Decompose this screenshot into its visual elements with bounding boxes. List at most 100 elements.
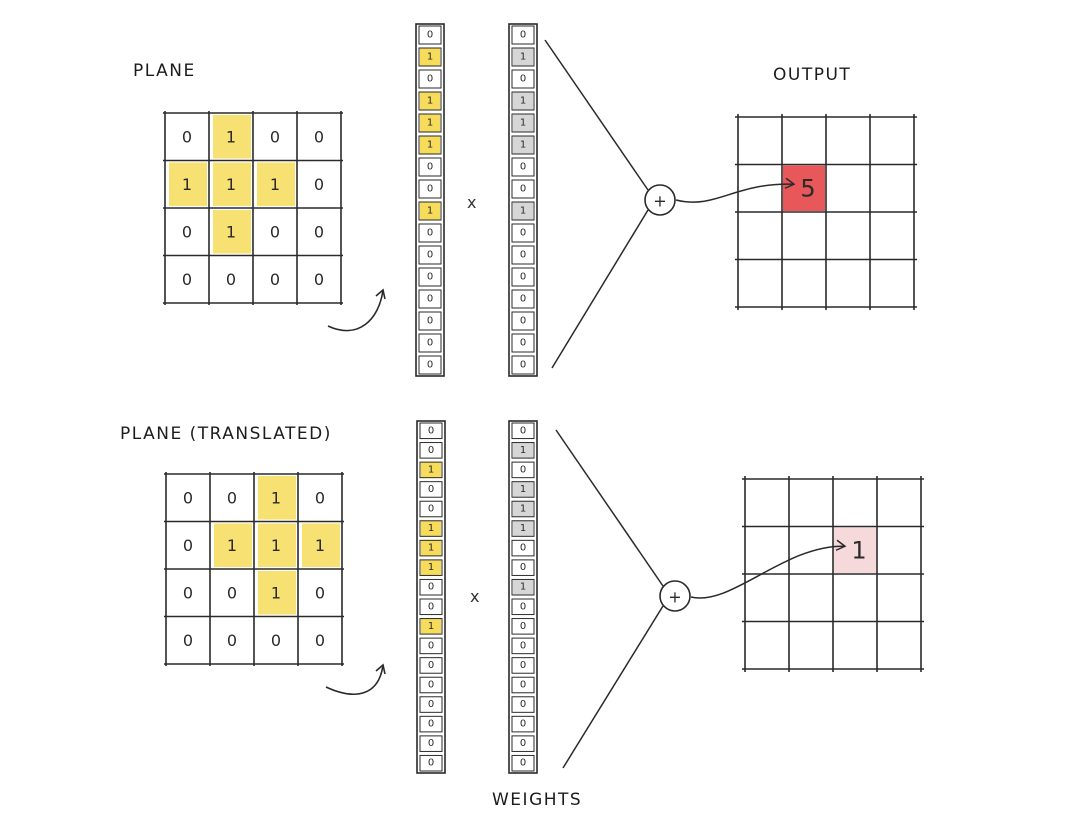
column-cell — [419, 735, 443, 752]
column-highlight — [420, 114, 440, 132]
column-cell — [511, 598, 535, 616]
column-cell-value: 0 — [428, 738, 434, 749]
column-cell — [511, 539, 535, 557]
plane-cell-value: 0 — [226, 270, 236, 289]
column-cell-value: 0 — [520, 74, 526, 85]
column-highlight — [513, 92, 533, 110]
column-cell-value: 1 — [427, 52, 433, 63]
column-cell — [511, 113, 535, 133]
output-cell-fill — [834, 527, 876, 573]
column-cell — [418, 355, 442, 375]
plane-cell-value: 0 — [270, 222, 280, 241]
converge-line — [544, 39, 649, 191]
plane-cell-value: 1 — [182, 175, 192, 194]
output-arrow — [690, 545, 846, 599]
plane-cell-value: 1 — [315, 536, 325, 555]
column-cell — [511, 91, 535, 111]
column-cell — [511, 135, 535, 155]
column-cell-value: 0 — [427, 250, 433, 261]
column-cell-value: 0 — [427, 30, 433, 41]
column-border — [415, 23, 445, 377]
output-cell-value: 1 — [851, 536, 866, 564]
column-cell-value: 1 — [520, 140, 526, 151]
flatten-arrow-top — [327, 288, 386, 332]
arrow-head — [375, 288, 386, 300]
column-cell — [511, 578, 535, 596]
multiply-symbol-top: x — [467, 193, 477, 212]
column-cell-value: 0 — [520, 250, 526, 261]
column-cell-value: 0 — [428, 660, 434, 671]
column-cell-value: 0 — [520, 660, 526, 671]
column-cell — [511, 715, 535, 733]
column-cell — [511, 520, 535, 537]
column-cell-value: 1 — [428, 562, 434, 573]
plane-cell-value: 0 — [315, 583, 325, 602]
column-cell — [418, 179, 442, 199]
column-cell-value: 0 — [520, 338, 526, 349]
plane-cell-value: 0 — [227, 583, 237, 602]
column-cell-value: 0 — [520, 699, 526, 710]
column-cell-value: 0 — [427, 272, 433, 283]
column-cell — [418, 289, 442, 309]
column-cell — [511, 442, 535, 459]
column-cell — [511, 637, 535, 655]
plane-cell-value: 0 — [183, 631, 193, 650]
column-cell-value: 0 — [427, 162, 433, 173]
output-grid-top: 5 — [675, 114, 917, 310]
column-cell-value: 0 — [520, 360, 526, 371]
plane-cell-value: 1 — [271, 583, 281, 602]
highlight-cell — [214, 523, 252, 567]
column-highlight — [513, 579, 533, 595]
column-highlight — [420, 92, 440, 110]
column-highlight — [420, 202, 440, 220]
sum-circle — [644, 184, 676, 216]
column-cell-value: 0 — [427, 360, 433, 371]
column-cell-value: 0 — [427, 228, 433, 239]
highlight-cell — [302, 523, 340, 567]
column-cell-value: 1 — [427, 206, 433, 217]
column-cell — [511, 422, 535, 440]
output-cell-value: 5 — [800, 174, 815, 202]
plane-cell-value: 0 — [315, 631, 325, 650]
plane-cell-value: 0 — [271, 631, 281, 650]
column-cell — [511, 311, 535, 331]
column-highlight — [420, 48, 440, 66]
arrow-head — [375, 663, 386, 675]
output-arrow — [675, 183, 795, 203]
column-cell-value: 0 — [520, 294, 526, 305]
column-cell-value: 0 — [428, 719, 434, 730]
column-cell-value: 1 — [520, 484, 526, 495]
column-highlight — [421, 618, 441, 635]
plane-cell-value: 1 — [271, 488, 281, 507]
plane-cell-value: 0 — [227, 488, 237, 507]
column-cell — [511, 333, 535, 353]
column-highlight — [421, 520, 441, 537]
arrow-head — [784, 177, 796, 189]
plane-cell-value: 0 — [315, 488, 325, 507]
column-cell — [418, 311, 442, 331]
plane-cell-value: 0 — [182, 127, 192, 146]
sum-node-bottom: + — [659, 580, 691, 612]
column-cell — [418, 333, 442, 353]
plane-translated-label: PLANE (TRANSLATED) — [120, 424, 332, 444]
column-cell-value: 0 — [427, 316, 433, 327]
column-cell — [511, 179, 535, 199]
column-cell — [511, 47, 535, 67]
column-cell-value: 0 — [520, 316, 526, 327]
column-cell-value: 1 — [520, 523, 526, 534]
highlight-cell — [169, 162, 207, 206]
column-cell-value: 1 — [520, 118, 526, 129]
column-cell — [419, 696, 443, 713]
column-cell-value: 0 — [520, 680, 526, 691]
converge-line — [555, 429, 664, 587]
flatten-arrow-shaft — [325, 664, 384, 695]
weights-label: WEIGHTS — [492, 790, 583, 810]
converge-line — [562, 605, 664, 769]
column-cell — [511, 735, 535, 752]
column-cell-value: 0 — [520, 425, 526, 436]
plane-cell-value: 0 — [182, 222, 192, 241]
column-cell-value: 0 — [520, 640, 526, 651]
